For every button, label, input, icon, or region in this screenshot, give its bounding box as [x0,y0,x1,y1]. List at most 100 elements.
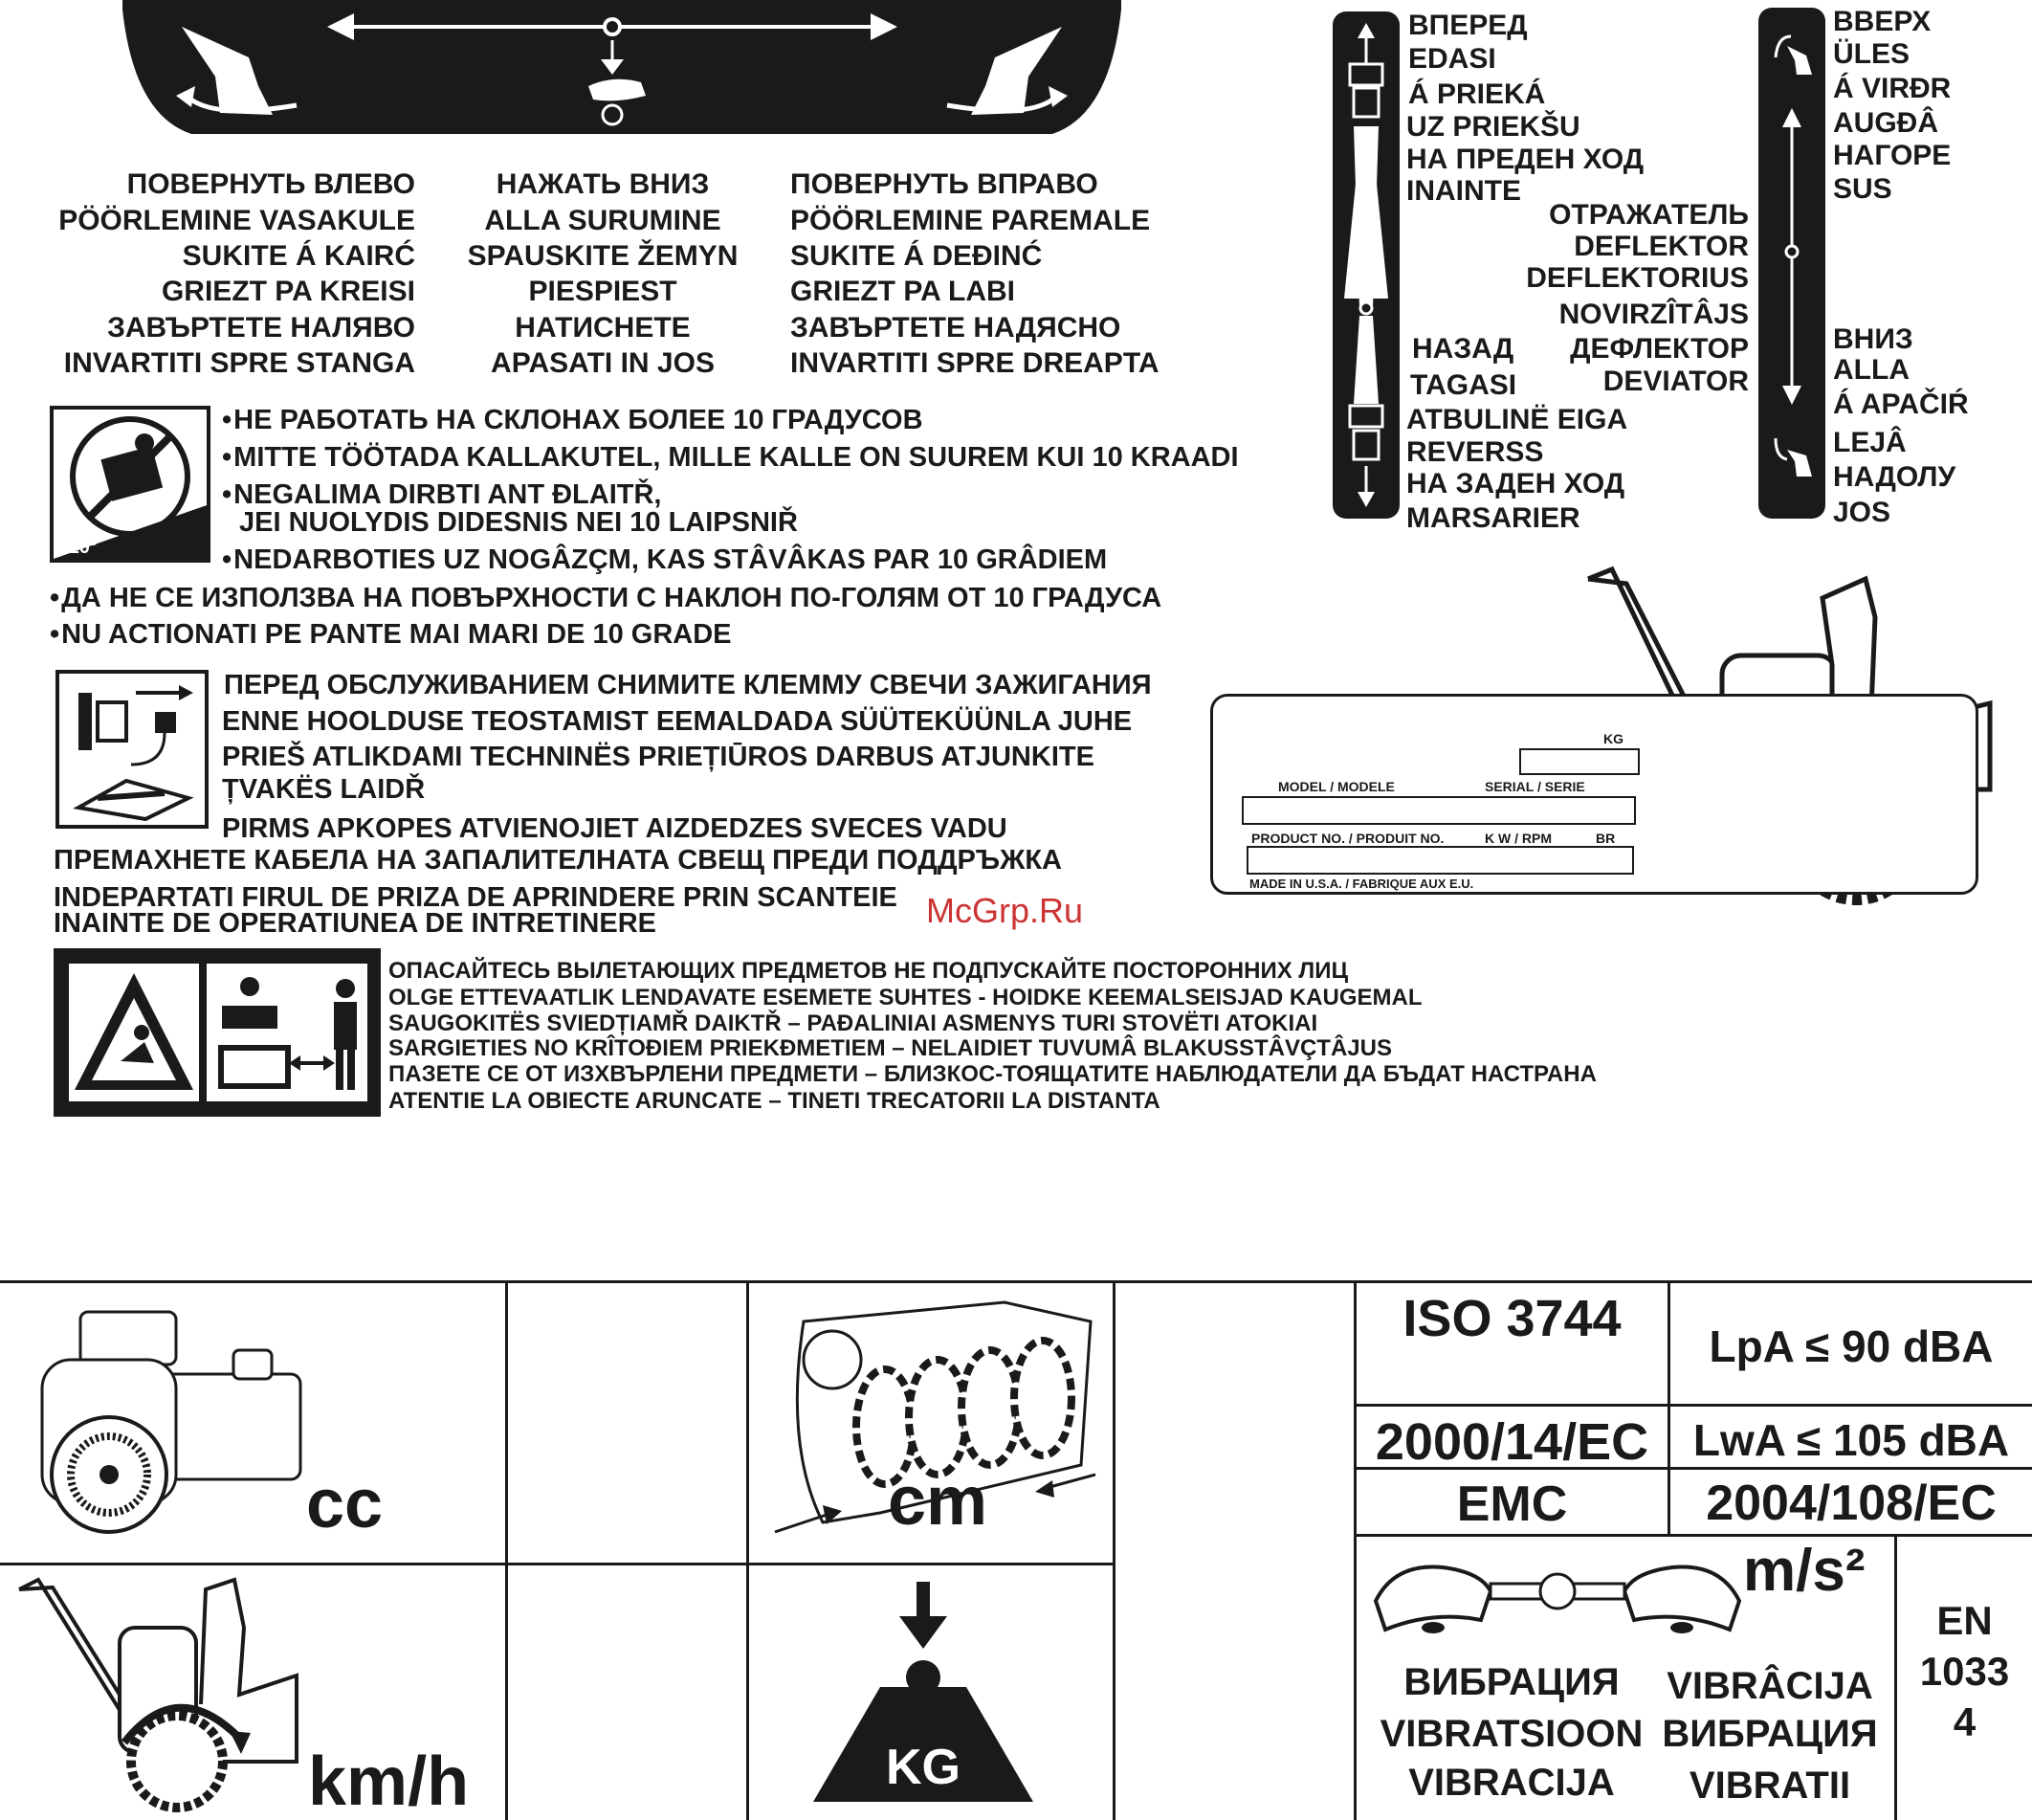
text-line: НАЗАД [1412,333,1514,365]
emc-directive: 2004/108/EC [1706,1476,1997,1531]
text-line: ПАЗЕТЕ СЕ ОТ ИЗХВЪРЛЕНИ ПРЕДМЕТИ – БЛИЗК… [388,1061,1597,1087]
text-line: Á VIRĐR [1833,73,1952,104]
plate-kg-label: KG [1603,731,1623,746]
text-line: НЕ РАБОТАТЬ НА СКЛОНАХ БОЛЕЕ 10 ГРАДУСОВ [222,407,922,434]
text-line: ВИБРАЦИЯ [1662,1713,1878,1755]
text-line: SAUGOKITËS SVIEDȚIAMŘ DAIKTŘ – PAĐALINIA… [388,1010,1318,1036]
text-line: ПРЕМАХНЕТЕ КАБЕЛА НА ЗАПАЛИТЕЛНАТА СВЕЩ … [54,845,1062,876]
text-line: INAINTE [1406,175,1521,207]
text-line: NEDARBOTIES UZ NOGÂZÇM, KAS STÂVÂKAS PAR… [222,546,1107,574]
text-line: ALLA [1833,354,1910,386]
weight-kg-icon [813,1582,1033,1802]
text-line: ВНИЗ [1833,323,1913,355]
auger-housing-icon [774,1300,1096,1534]
text-line: ПОВЕРНУТЬ ВПРАВО [790,168,1098,200]
plate-model-label: MODEL / MODELE [1278,779,1395,794]
text-line: PRIEŠ ATLIKDAMI TECHNINËS PRIEȚIŪROS DAR… [222,742,1094,772]
text-line: GRIEZT PA KREISI [161,276,415,307]
text-line: ЗАВЪРТЕТЕ НАЛЯВО [107,312,415,344]
en-standard-line: 1033 [1919,1649,2010,1694]
chute-right-icon [946,27,1068,115]
unit-kg: KG [886,1740,961,1795]
spark-plug-manual-icon [55,670,209,829]
engine-icon [40,1310,302,1534]
data-plate: KG MODEL / MODELE SERIAL / SERIE PRODUCT… [1210,694,1978,895]
text-line: Á APAČIŔ [1833,388,1969,420]
text-line: DEVIATOR [1602,366,1749,397]
text-line: SUKITE Á KAIRĆ [182,240,415,272]
text-line: НАЖАТЬ ВНИЗ [496,168,710,200]
plate-model-field [1242,796,1636,825]
unit-kmh: km/h [308,1743,470,1820]
text-line: ALLA SURUMINE [484,205,721,236]
plate-product-field [1247,846,1634,875]
plate-product-label: PRODUCT NO. / PRODUIT NO. [1251,831,1445,846]
lpa-value: LpA ≤ 90 dBA [1709,1321,1994,1371]
text-line: AUGĐÂ [1833,107,1938,139]
plate-kg-field [1519,748,1640,775]
plate-br-label: BR [1596,831,1616,846]
lwa-value: LwA ≤ 105 dBA [1692,1415,2010,1465]
text-line: INVARTITI SPRE DREAPTA [790,347,1160,379]
text-line: MARSARIER [1406,502,1580,534]
text-line: UZ PRIEKŠU [1406,111,1580,143]
text-line: ATBULINË EIGA [1406,404,1628,435]
text-line: TAGASI [1410,369,1517,401]
text-line: EDASI [1408,43,1496,75]
text-line: ȚVAKËS LAIDŘ [222,774,426,805]
slope-warning-icon: >10° [50,406,210,563]
text-line: APASATI IN JOS [491,347,715,379]
text-line: НА ЗАДЕН ХОД [1406,468,1625,499]
text-line: INDEPARTATI FIRUL DE PRIZA DE APRINDERE … [54,882,897,913]
text-line: ÜLES [1833,38,1911,70]
text-line: НА ПРЕДЕН ХОД [1406,144,1645,175]
text-line: ОПАСАЙТЕСЬ ВЫЛЕТАЮЩИХ ПРЕДМЕТОВ НЕ ПОДПУ… [388,958,1349,984]
thrown-objects-icon [54,948,381,1117]
chute-rotation-banner [122,0,1121,134]
drive-control-bar [1333,11,1400,519]
text-line: НАТИСНЕТЕ [515,312,691,344]
snowblower-speed-icon [18,1577,298,1812]
text-line: VIBRATII [1689,1765,1851,1807]
text-line: PÖÖRLEMINE VASAKULE [58,205,415,236]
hand-press-icon [588,40,646,126]
text-line: ДА НЕ СЕ ИЗПОЛЗВА НА ПОВЪРХНОСТИ С НАКЛО… [50,585,1161,612]
text-line: ПОВЕРНУТЬ ВЛЕВО [126,168,415,200]
text-line: ВВЕРХ [1833,6,1932,37]
en-standard-line: EN [1936,1598,1993,1643]
chute-tilt-bar [1758,8,1825,519]
text-line: ВПЕРЕД [1408,10,1528,41]
text-line: PIRMS APKOPES ATVIENOJIET AIZDEDZES SVEC… [222,813,1007,844]
text-line: INAINTE DE OPERATIUNEA DE INTRETINERE [54,908,656,939]
slope-badge: >10° [57,537,98,558]
plate-serial-label: SERIAL / SERIE [1485,779,1585,794]
spec-table: cc cm km/h KG ISO 3744 LpA ≤ 90 dBA 2000… [0,1280,2032,1820]
text-line: DEFLEKTOR [1574,231,1749,262]
text-line: PIESPIEST [528,276,677,307]
iso-standard: ISO 3744 [1403,1290,1622,1347]
text-line: ПЕРЕД ОБСЛУЖИВАНИЕМ СНИМИТЕ КЛЕММУ СВЕЧИ… [224,670,1152,700]
text-line: ВИБРАЦИЯ [1403,1661,1620,1703]
text-line: NEGALIMA DIRBTI ANT ĐLAITŘ, [222,481,661,509]
text-line: MITTE TÖÖTADA KALLAKUTEL, MILLE KALLE ON… [222,444,1238,472]
text-line: GRIEZT PA LABI [790,276,1015,307]
text-line: ENNE HOOLDUSE TEOSTAMIST EEMALDADA SÜÜTE… [222,706,1133,737]
text-line: JEI NUOLYDIS DIDESNIS NEI 10 LAIPSNIŘ [239,507,798,538]
text-line: SUKITE Á DEĐINĆ [790,240,1043,272]
text-line: ДЕФЛЕКТОР [1570,333,1749,365]
text-line: VIBRATSIOON [1380,1713,1644,1755]
text-line: SUS [1833,173,1892,205]
text-line: SARGIETIES NO KRÎTOĐIEM PRIEKĐMETIEM – N… [388,1035,1392,1061]
text-line: ATENTIE LA OBIECTE ARUNCATE – TINETI TRE… [388,1088,1160,1114]
text-line: Á PRIEKÁ [1408,78,1546,110]
text-line: JOS [1833,497,1891,528]
text-line: LEJÂ [1833,427,1907,458]
text-line: VIBRÂCIJA [1667,1665,1873,1707]
watermark: McGrp.Ru [926,891,1084,930]
text-line: НАГОРЕ [1833,140,1952,171]
text-line: PÖÖRLEMINE PAREMALE [790,205,1151,236]
chute-left-icon [176,27,298,115]
vibration-handles-icon [1373,1565,1742,1633]
text-line: VIBRACIJA [1408,1762,1615,1804]
text-line: NU ACTIONATI PE PANTE MAI MARI DE 10 GRA… [50,621,731,649]
